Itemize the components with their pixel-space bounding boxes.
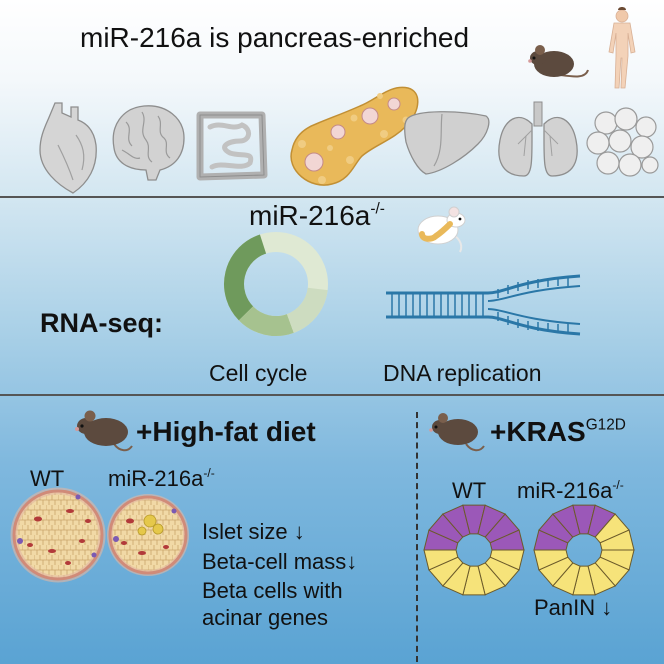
acinar-cell: [594, 513, 630, 544]
acinar-cell: [572, 565, 596, 596]
acinar-cell: [533, 529, 569, 551]
acinar-cell: [587, 504, 616, 538]
kras-ko-label: miR-216a-/-: [517, 478, 624, 504]
kras-result-panin: PanIN ↓: [534, 595, 613, 620]
acinar-cell: [538, 556, 574, 587]
knockout-label: miR-216a-/-: [249, 200, 385, 231]
acinar-cell: [572, 504, 596, 535]
acinar-cell: [552, 504, 581, 538]
ko-acinus-icon: [533, 504, 635, 596]
liver-icon: [404, 111, 490, 175]
vertical-divider: [416, 412, 418, 662]
wt-islet-icon: [10, 487, 106, 583]
dna-replication-label: DNA replication: [383, 360, 542, 386]
pancreas-icon: [290, 86, 419, 186]
ko-islet-icon: [107, 494, 189, 576]
kras-title: +KRASG12D: [490, 416, 626, 447]
acinar-cell: [552, 562, 581, 596]
separator-top: [0, 196, 664, 198]
acinar-cell: [484, 513, 520, 544]
acinar-cell: [489, 549, 525, 571]
cell-cycle-label: Cell cycle: [209, 360, 308, 386]
acinar-cell: [462, 565, 486, 596]
acinar-cell: [442, 504, 471, 538]
lungs-icon: [498, 101, 578, 177]
acinar-cell: [477, 504, 506, 538]
acinar-cell: [538, 513, 574, 544]
hfd-title: +High-fat diet: [136, 416, 316, 447]
hfd-wt-label: WT: [30, 466, 65, 491]
acinar-cell: [489, 529, 525, 551]
hfd-result-acinar-genes: acinar genes: [202, 605, 328, 630]
acinar-cell: [599, 549, 635, 571]
top-title: miR-216a is pancreas-enriched: [80, 22, 470, 53]
acinar-cell: [477, 562, 506, 596]
hfd-ko-label: miR-216a-/-: [108, 466, 215, 492]
hfd-result-islet-size: Islet size ↓: [202, 519, 305, 544]
acinar-cell: [423, 549, 459, 571]
acinar-cell: [594, 556, 630, 587]
acinar-cell: [442, 562, 471, 596]
separator-middle: [0, 394, 664, 396]
acinar-cell: [462, 504, 486, 535]
hfd-result-beta-cell-mass: Beta-cell mass↓: [202, 549, 358, 574]
rnaseq-label: RNA-seq:: [40, 308, 164, 338]
acinar-cell: [428, 513, 464, 544]
acinar-cell: [428, 556, 464, 587]
acinar-cell: [484, 556, 520, 587]
heart-icon: [39, 102, 97, 194]
acinar-cell: [587, 562, 616, 596]
intestine-icon: [196, 111, 268, 181]
kras-wt-label: WT: [452, 478, 487, 503]
acinar-cell: [423, 529, 459, 551]
acinar-cell: [533, 549, 569, 571]
hfd-result-beta-cells: Beta cells with: [202, 578, 343, 603]
adipose-icon: [586, 107, 659, 177]
brain-icon: [112, 105, 185, 181]
acinar-cell: [599, 529, 635, 551]
wt-acinus-icon: [423, 504, 525, 596]
